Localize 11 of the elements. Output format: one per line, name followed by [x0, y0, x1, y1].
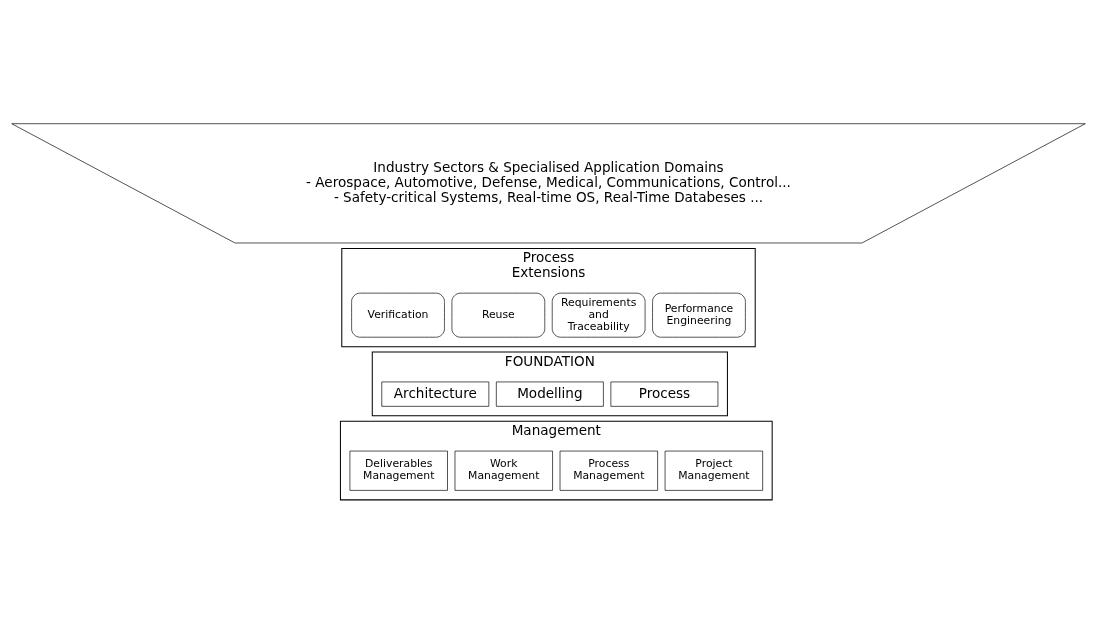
node-box: Performance Engineering [652, 292, 746, 338]
node-box: Requirements and Traceability [551, 292, 646, 338]
node-box: Work Management [454, 450, 553, 491]
node-box: Project Management [664, 450, 763, 491]
node-box: Reuse [451, 292, 546, 338]
node-box: Verification [351, 292, 445, 338]
node-box: Modelling [495, 381, 604, 407]
node-box: Process [610, 381, 719, 407]
node-box: Architecture [381, 381, 490, 407]
node-box: Deliverables Management [349, 450, 448, 491]
node-box: Process Management [559, 450, 658, 491]
